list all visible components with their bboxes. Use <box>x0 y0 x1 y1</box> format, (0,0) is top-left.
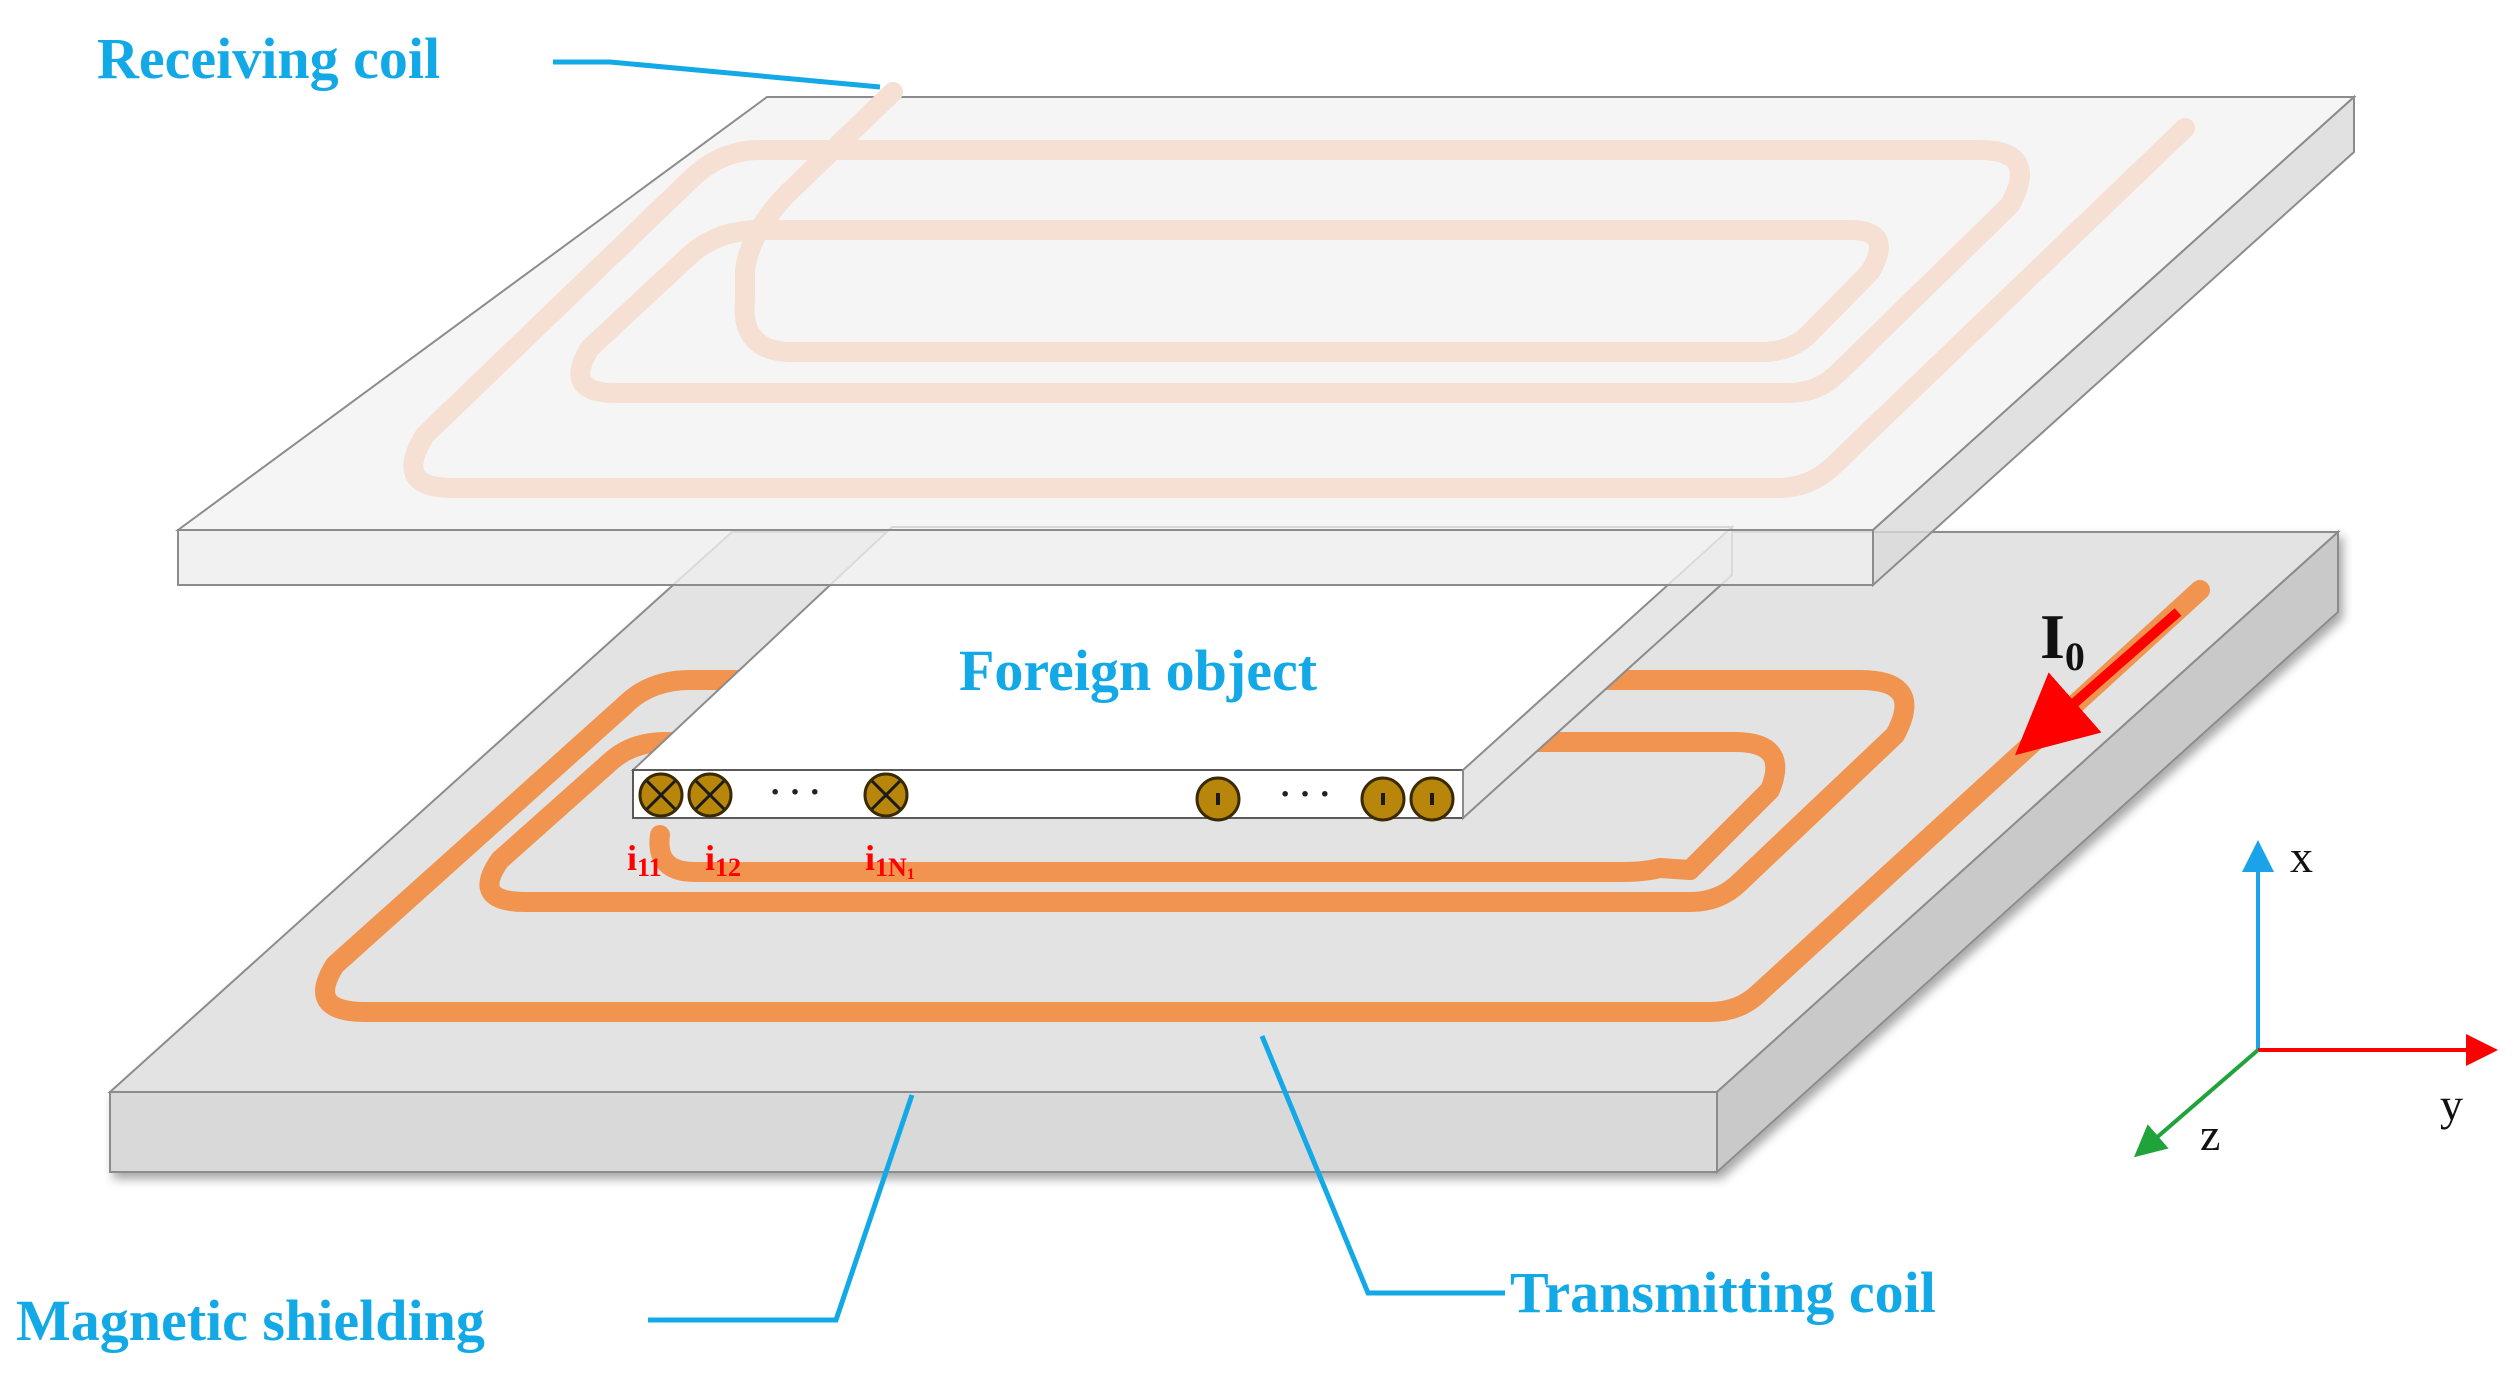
conductor-row: · · · · · · <box>638 772 1455 822</box>
callout-leaders <box>553 59 1505 1323</box>
axis-z-line <box>2133 1048 2260 1158</box>
shield-side-face <box>1716 529 2339 1175</box>
ellipsis-left: · · · <box>769 774 820 811</box>
receiving-coil-leader <box>553 59 881 90</box>
shield-front-face <box>109 1091 1718 1173</box>
ellipsis-right: · · · <box>1279 776 1330 813</box>
current-label-i1n1: i1N1 <box>865 838 915 883</box>
current-label-i0: I0 <box>2040 601 2085 679</box>
axis-x-label: x <box>2290 831 2313 882</box>
receiving-coil <box>403 82 2195 498</box>
cross-in-circle-icon <box>687 772 733 818</box>
transmitting-coil <box>315 580 2210 1022</box>
axis-z-label: z <box>2200 1109 2220 1160</box>
current-labels: i11 i12 i1N1 <box>627 838 915 883</box>
magnetic-shielding-label: Magnetic shielding <box>16 1288 485 1353</box>
cross-in-circle-icon <box>638 772 684 818</box>
dot-in-circle-icon <box>1195 776 1241 822</box>
dot-in-circle-icon <box>1360 776 1406 822</box>
receiver-plate-front-face <box>177 529 1874 586</box>
receiver-plate-side-face <box>1872 94 2355 588</box>
dot-in-circle-icon <box>1409 776 1455 822</box>
foreign-object-label: Foreign object <box>959 638 1318 703</box>
current-arrow-i0: I0 <box>2014 601 2182 756</box>
foreign-object-front-face <box>632 769 1464 819</box>
axis-y-label: y <box>2440 1079 2463 1130</box>
transmitting-coil-leader <box>1259 1035 1505 1296</box>
cross-in-circle-icon <box>863 772 909 818</box>
transmitting-coil-turn-outer <box>315 580 2210 1022</box>
transmitting-coil-turn-middle <box>479 732 1786 912</box>
current-label-i11: i11 <box>627 838 662 882</box>
transmitting-coil-turn-inner <box>649 825 1700 882</box>
coordinate-axes: x y z <box>2133 831 2498 1160</box>
receiving-coil-turns <box>403 118 2195 498</box>
current-label-i12: i12 <box>705 838 741 882</box>
transmitting-coil-label: Transmitting coil <box>1510 1260 1936 1325</box>
receiving-coil-label: Receiving coil <box>97 26 440 91</box>
magnetic-shielding-leader <box>648 1094 915 1323</box>
receiving-coil-plate <box>174 94 2357 588</box>
